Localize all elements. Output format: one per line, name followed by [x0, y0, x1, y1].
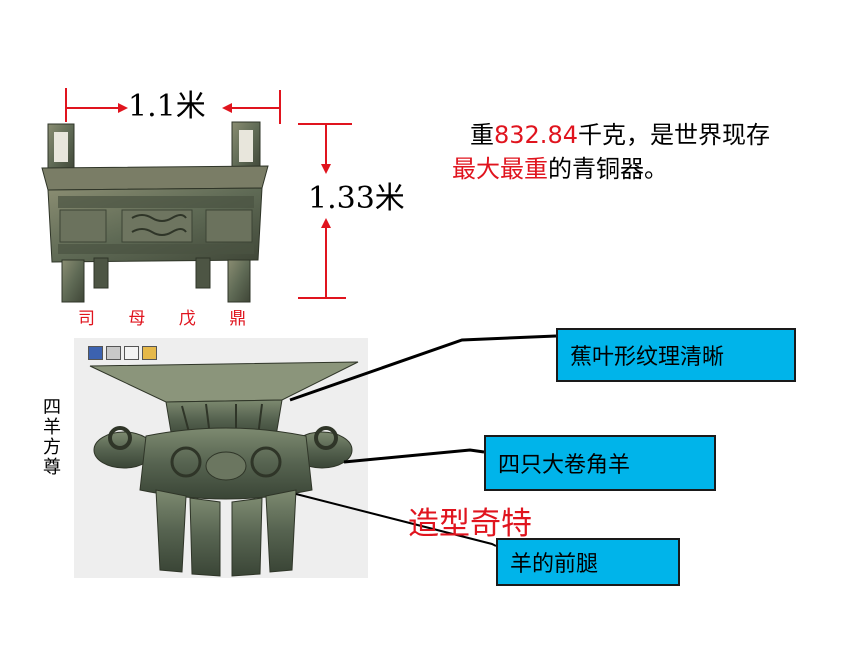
mail-icon[interactable] — [124, 346, 139, 360]
zun-name-vertical: 四 羊 方 尊 — [42, 398, 62, 478]
ding-illustration — [41, 121, 269, 303]
zun-name-char-4: 尊 — [43, 457, 61, 478]
zun-name-char-1: 四 — [43, 397, 61, 418]
desc-part2: 千克，是世界现存 — [577, 121, 770, 149]
description-text: 重832.84千克，是世界现存 最大最重的青铜器。 — [452, 118, 832, 186]
zun-name-char-2: 羊 — [43, 417, 61, 438]
zun-name-char-3: 方 — [43, 437, 61, 458]
print-icon[interactable] — [106, 346, 121, 360]
desc-part1: 重 — [470, 121, 494, 149]
width-dimension-lines — [65, 88, 281, 124]
label-leaf-pattern: 蕉叶形纹理清晰 — [556, 328, 796, 382]
image-toolbar — [78, 340, 168, 364]
desc-part3: 的青铜器。 — [548, 155, 668, 183]
ding-caption: 司 母 戊 鼎 — [78, 309, 261, 329]
folder-icon[interactable] — [142, 346, 157, 360]
width-label: 1.1米 — [128, 89, 206, 124]
label-front-legs: 羊的前腿 — [496, 538, 680, 586]
save-icon[interactable] — [88, 346, 103, 360]
height-label: 1.33米 — [308, 181, 405, 216]
feature-text: 造型奇特 — [408, 506, 532, 542]
height-dimension-lines — [298, 123, 352, 299]
highlight-text: 最大最重 — [452, 155, 548, 183]
weight-value: 832.84 — [494, 121, 578, 149]
zun-illustration — [89, 361, 359, 577]
label-four-rams: 四只大卷角羊 — [484, 435, 716, 491]
